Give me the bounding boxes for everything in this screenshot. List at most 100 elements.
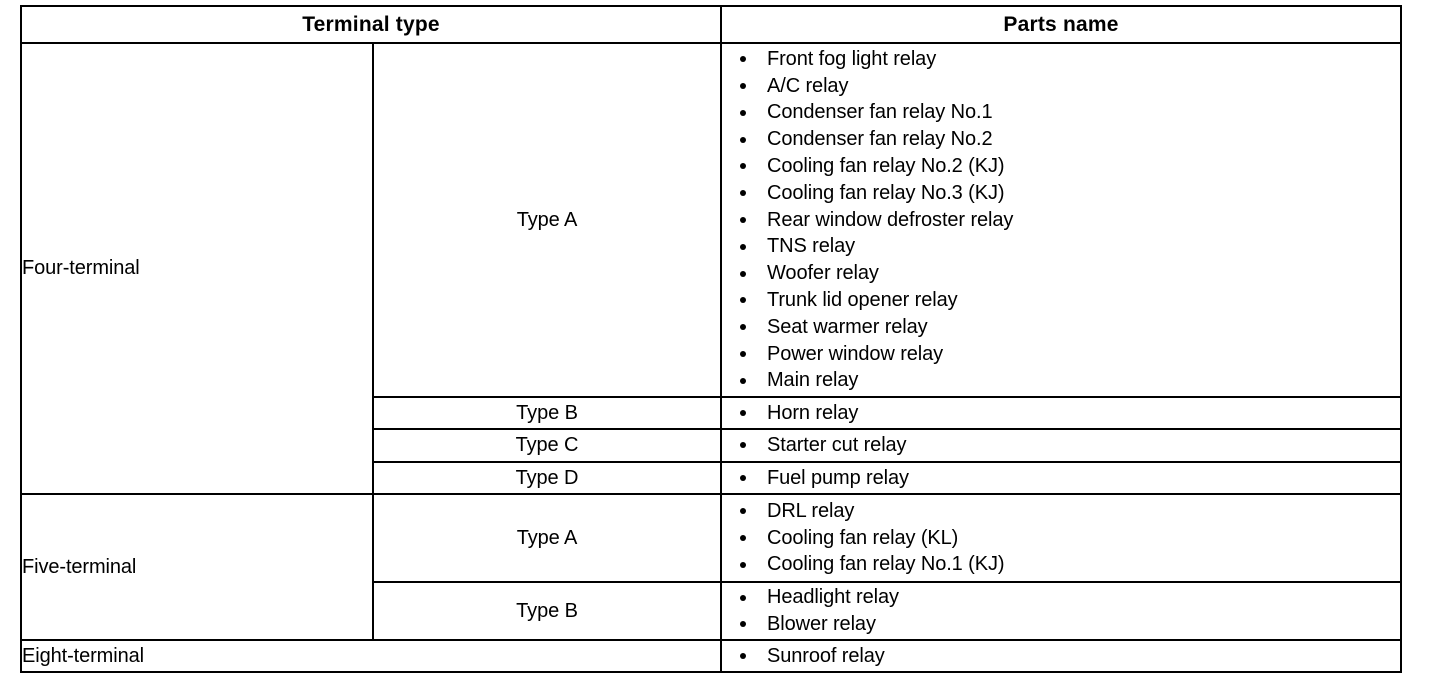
part-label: DRL relay: [767, 499, 855, 522]
bullet-icon: [740, 270, 746, 277]
part-label: Horn relay: [767, 401, 859, 424]
table-row: Eight-terminal Sunroof relay: [20, 639, 1402, 673]
part-label: Main relay: [767, 369, 859, 392]
part-label: Cooling fan relay No.2 (KJ): [767, 155, 1005, 177]
table-row: Type C Starter cut relay: [21, 428, 1402, 463]
list-item: Condenser fan relay No.1: [722, 99, 1400, 126]
bullet-icon: [740, 409, 746, 416]
parts-list: Horn relay: [722, 400, 1400, 427]
list-item: Trunk lid opener relay: [722, 287, 1400, 314]
part-label: Seat warmer relay: [767, 315, 928, 338]
part-label: Cooling fan relay (KL): [767, 526, 959, 549]
parts-cell-five-b: Headlight relay Blower relay: [720, 581, 1402, 641]
part-label: Front fog light relay: [767, 47, 937, 70]
list-item: Condenser fan relay No.2: [722, 126, 1400, 153]
part-label: Fuel pump relay: [767, 466, 909, 489]
bullet-icon: [740, 243, 746, 250]
parts-cell-four-d: Fuel pump relay: [720, 461, 1402, 495]
part-label: Condenser fan relay No.2: [767, 128, 993, 151]
table-row: Type B Horn relay: [21, 396, 1402, 430]
parts-list: Headlight relay Blower relay: [722, 584, 1400, 638]
bullet-icon: [740, 324, 746, 331]
part-label: Condenser fan relay No.1: [767, 101, 993, 124]
parts-cell-eight: Sunroof relay: [720, 639, 1402, 673]
list-item: Front fog light relay: [722, 46, 1400, 73]
parts-list: Starter cut relay: [722, 432, 1400, 459]
parts-list: Sunroof relay: [722, 643, 1400, 670]
column-header-parts-name: Parts name: [720, 5, 1402, 44]
column-header-terminal-type: Terminal type: [20, 5, 722, 44]
part-label: Rear window defroster relay: [767, 208, 1014, 231]
relay-type-four-d: Type D: [372, 461, 722, 495]
relay-type-five-b: Type B: [372, 581, 722, 641]
bullet-icon: [740, 508, 746, 515]
parts-list: Front fog light relay A/C relay Condense…: [722, 46, 1400, 394]
header-row: Terminal type Parts name: [20, 5, 1402, 44]
parts-list: Fuel pump relay: [722, 465, 1400, 492]
relay-type-four-c: Type C: [372, 428, 722, 463]
list-item: Main relay: [722, 367, 1400, 394]
part-label: Woofer relay: [767, 262, 879, 285]
table-row: Five-terminal Type A DRL relay Cooling f…: [20, 493, 1402, 641]
list-item: Fuel pump relay: [722, 465, 1400, 492]
parts-cell-four-a: Front fog light relay A/C relay Condense…: [720, 42, 1402, 398]
bullet-icon: [740, 56, 746, 63]
bullet-icon: [740, 621, 746, 628]
list-item: Cooling fan relay (KL): [722, 525, 1400, 552]
bullet-icon: [740, 163, 746, 170]
parts-cell-four-b: Horn relay: [720, 396, 1402, 430]
relay-type-four-b: Type B: [372, 396, 722, 430]
bullet-icon: [740, 83, 746, 89]
bullet-icon: [740, 136, 746, 143]
relay-terminal-table: Terminal type Parts name Four-terminal T…: [20, 5, 1402, 673]
table-header: Terminal type Parts name: [20, 5, 1402, 44]
bullet-icon: [740, 350, 746, 357]
part-label: Starter cut relay: [767, 434, 907, 457]
parts-list: DRL relay Cooling fan relay (KL) Cooling…: [722, 498, 1400, 578]
table-row: Four-terminal Type A Front fog light rel…: [20, 42, 1402, 495]
list-item: Sunroof relay: [722, 643, 1400, 670]
list-item: Seat warmer relay: [722, 314, 1400, 341]
bullet-icon: [740, 442, 746, 449]
bullet-icon: [740, 594, 746, 601]
bullet-icon: [740, 561, 746, 568]
bullet-icon: [740, 297, 746, 304]
list-item: TNS relay: [722, 233, 1400, 260]
bullet-icon: [740, 377, 746, 384]
bullet-icon: [740, 652, 746, 659]
part-label: Sunroof relay: [767, 644, 885, 667]
bullet-icon: [740, 474, 746, 481]
part-label: Cooling fan relay No.3 (KJ): [767, 181, 1005, 204]
list-item: Horn relay: [722, 400, 1400, 427]
part-label: Trunk lid opener relay: [767, 288, 958, 311]
bullet-icon: [740, 109, 746, 116]
list-item: Cooling fan relay No.3 (KJ): [722, 180, 1400, 207]
list-item: Power window relay: [722, 341, 1400, 368]
part-label: Headlight relay: [767, 586, 899, 609]
part-label: A/C relay: [767, 74, 849, 97]
part-label: Cooling fan relay No.1 (KJ): [767, 553, 1005, 576]
terminal-type-eight-terminal: Eight-terminal: [20, 639, 722, 673]
bullet-icon: [740, 216, 746, 223]
list-item: Headlight relay: [722, 584, 1400, 611]
list-item: Cooling fan relay No.2 (KJ): [722, 153, 1400, 180]
bullet-icon: [740, 534, 746, 541]
part-label: Blower relay: [767, 613, 876, 635]
part-label: Power window relay: [767, 342, 944, 365]
terminal-type-four-terminal: Four-terminal: [20, 42, 374, 495]
list-item: Starter cut relay: [722, 432, 1400, 459]
relay-type-four-a: Type A: [372, 42, 722, 398]
list-item: DRL relay: [722, 498, 1400, 525]
parts-cell-five-a: DRL relay Cooling fan relay (KL) Cooling…: [720, 493, 1402, 583]
list-item: A/C relay: [722, 73, 1400, 100]
terminal-type-five-terminal: Five-terminal: [20, 493, 374, 641]
bullet-icon: [740, 190, 746, 197]
parts-cell-four-c: Starter cut relay: [720, 428, 1402, 463]
table-row: Type D Fuel pump relay: [21, 461, 1402, 495]
list-item: Blower relay: [722, 611, 1400, 638]
table-row: Type B Headlight relay Blower relay: [21, 581, 1402, 641]
part-label: TNS relay: [767, 235, 856, 258]
list-item: Rear window defroster relay: [722, 207, 1400, 234]
table-body: Four-terminal Type A Front fog light rel…: [20, 42, 1402, 673]
